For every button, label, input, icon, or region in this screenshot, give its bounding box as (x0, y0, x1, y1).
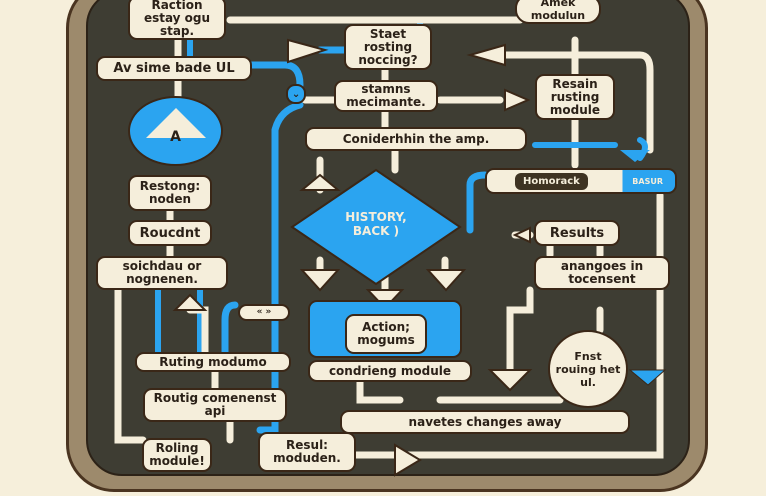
node-roling[interactable]: Roling module! (142, 438, 212, 472)
node-history-back[interactable]: HISTORY, BACK ) (290, 168, 462, 286)
node-fnst[interactable]: Fnst rouing het ul. (548, 330, 628, 408)
node-roucdnt[interactable]: Roucdnt (128, 220, 212, 246)
node-resain[interactable]: Resain rusting module (535, 74, 615, 120)
node-resul[interactable]: Resul: moduden. (258, 432, 356, 472)
chevron-down-icon[interactable]: ⌄ (286, 84, 306, 104)
node-action[interactable]: Action; mogums (345, 314, 427, 354)
node-results[interactable]: Results (534, 220, 620, 246)
diamond-shape (290, 168, 462, 286)
homorack-label: Homorack (515, 172, 588, 190)
node-start[interactable]: Staet rosting noccing? (344, 24, 432, 70)
node-routig-comenenst[interactable]: Routig comenenst api (143, 388, 287, 422)
homorack-bar[interactable]: Homorack BASUR (485, 168, 677, 194)
node-anangoes[interactable]: anangoes in tocensent (534, 256, 670, 290)
node-soichdau[interactable]: soichdau or nognenen. (96, 256, 228, 290)
node-routing-modumo[interactable]: Ruting modumo (135, 352, 291, 372)
basur-label: BASUR (632, 176, 663, 186)
node-stamns[interactable]: stamns mecimante. (334, 80, 438, 112)
node-coniderhhin[interactable]: Coniderhhin the amp. (305, 127, 527, 151)
node-raction[interactable]: Raction estay ogu stap. (128, 0, 226, 40)
node-condrieng[interactable]: condrieng module (308, 360, 472, 382)
node-restong[interactable]: Restong: noden (128, 175, 212, 211)
nav-arrows-button[interactable]: « » (238, 304, 290, 321)
node-av-sime[interactable]: Av sime bade UL (96, 56, 252, 81)
node-circle-a[interactable]: A (128, 96, 223, 166)
circle-a-label: A (170, 128, 181, 145)
node-navetes[interactable]: navetes changes away (340, 410, 630, 434)
node-amek[interactable]: Amek modulun (515, 0, 601, 24)
triangle-icon (145, 108, 206, 138)
history-label: HISTORY, BACK ) (345, 210, 407, 238)
